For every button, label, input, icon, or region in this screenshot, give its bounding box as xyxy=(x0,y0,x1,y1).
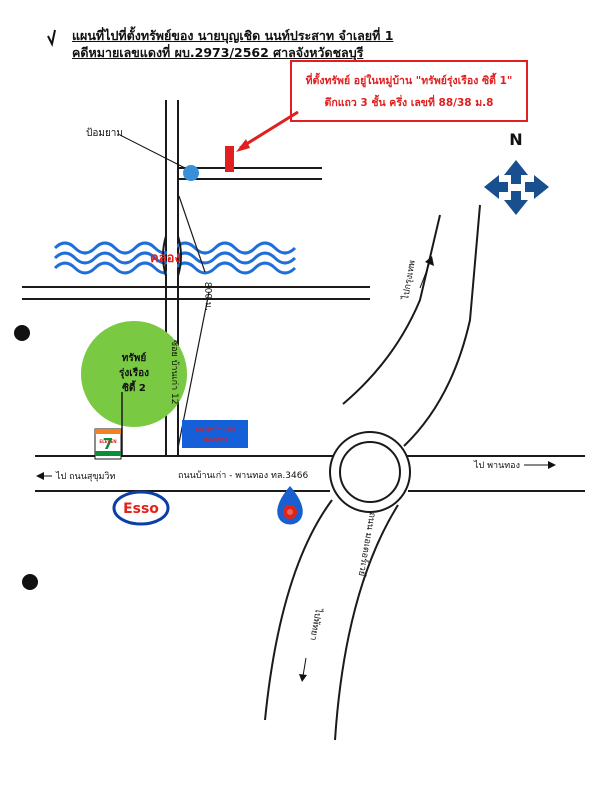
callout-arrow-head xyxy=(236,139,250,152)
to-pattaya-label: ไปพัทยา xyxy=(307,606,324,641)
distance-label: 800 ม. xyxy=(202,282,213,311)
location-marker-icon xyxy=(225,146,234,172)
to-phanthong-label: ไป พานทอง xyxy=(473,460,520,471)
village-2-label-3: ซิตี้ 2 xyxy=(122,380,146,394)
esso-wordmark: Esso xyxy=(123,501,159,517)
canal-side-road xyxy=(22,286,370,300)
to-bangkok-direction: ไปกรุงเทพ xyxy=(400,256,434,302)
motorway-road xyxy=(264,204,481,741)
bridge-left-rail xyxy=(162,235,167,277)
distance-indicator xyxy=(177,195,210,449)
guard-post-pointer xyxy=(119,134,186,169)
guard-post-icon xyxy=(183,165,199,181)
motorway-label: ถนน มอเตอร์เวย์ xyxy=(356,511,379,577)
village-2-area xyxy=(81,321,187,427)
to-phanthong-direction: ไป พานทอง xyxy=(473,460,556,471)
seven-eleven-logo: 7 ELEVEN xyxy=(94,428,122,460)
callout-line-2: ตึกแถว 3 ชั้น ครึ่ง เลขที่ 88/38 ม.8 xyxy=(324,97,494,109)
ptt-logo xyxy=(277,486,303,525)
shop-label-1: ตลาดบ้านเก่า xyxy=(194,426,235,434)
village-2-label-1: ทรัพย์ xyxy=(122,352,147,364)
guard-post-label: ป้อมยาม xyxy=(86,127,123,139)
market-shop-box xyxy=(182,420,248,448)
map-title-line-2: คดีหมายเลขแดงที่ ผบ.2973/2562 ศาลจังหวัด… xyxy=(72,45,364,60)
main-road-label: ถนนบ้านเก่า - พานทอง ทล.3466 xyxy=(178,470,308,481)
compass-north-label: N xyxy=(509,130,522,149)
punch-hole-top xyxy=(14,325,30,341)
bridge-right-rail xyxy=(177,235,182,277)
canal-label: คลอง xyxy=(150,251,181,266)
callout-arrow xyxy=(239,110,299,150)
shop-label-2: ฟองทอง xyxy=(203,436,228,444)
esso-logo: Esso xyxy=(112,490,170,526)
village-inner-road xyxy=(178,167,322,180)
title-tick-mark xyxy=(47,29,56,47)
to-bangkok-label: ไปกรุงเทพ xyxy=(400,259,418,301)
main-road xyxy=(35,455,585,492)
to-pattaya-direction: ไปพัทยา xyxy=(299,606,324,682)
seven-eleven-word: ELEVEN xyxy=(99,439,116,444)
compass-arrows-icon xyxy=(484,160,549,215)
callout-line-1: ที่ตั้งทรัพย์ อยู่ในหมู่บ้าน "ทรัพย์รุ่ง… xyxy=(305,75,513,87)
soi-label: ซอย บ้านเก่า 12 xyxy=(169,340,180,404)
punch-hole-bottom xyxy=(22,574,38,590)
to-sukhumvit-direction: ไป ถนนสุขุมวิท xyxy=(36,471,115,482)
to-sukhumvit-label: ไป ถนนสุขุมวิท xyxy=(55,471,115,482)
property-location-callout: ที่ตั้งทรัพย์ อยู่ในหมู่บ้าน "ทรัพย์รุ่ง… xyxy=(290,60,528,122)
seven-eleven-digit: 7 xyxy=(103,435,113,453)
canal-bridge xyxy=(167,236,177,276)
village-2-label-2: รุ่งเรือง xyxy=(119,367,149,379)
map-title-line-1: แผนที่ไปที่ตั้งทรัพย์ของ นายบุญเชิด นนท์… xyxy=(72,28,394,43)
roundabout xyxy=(329,431,411,513)
